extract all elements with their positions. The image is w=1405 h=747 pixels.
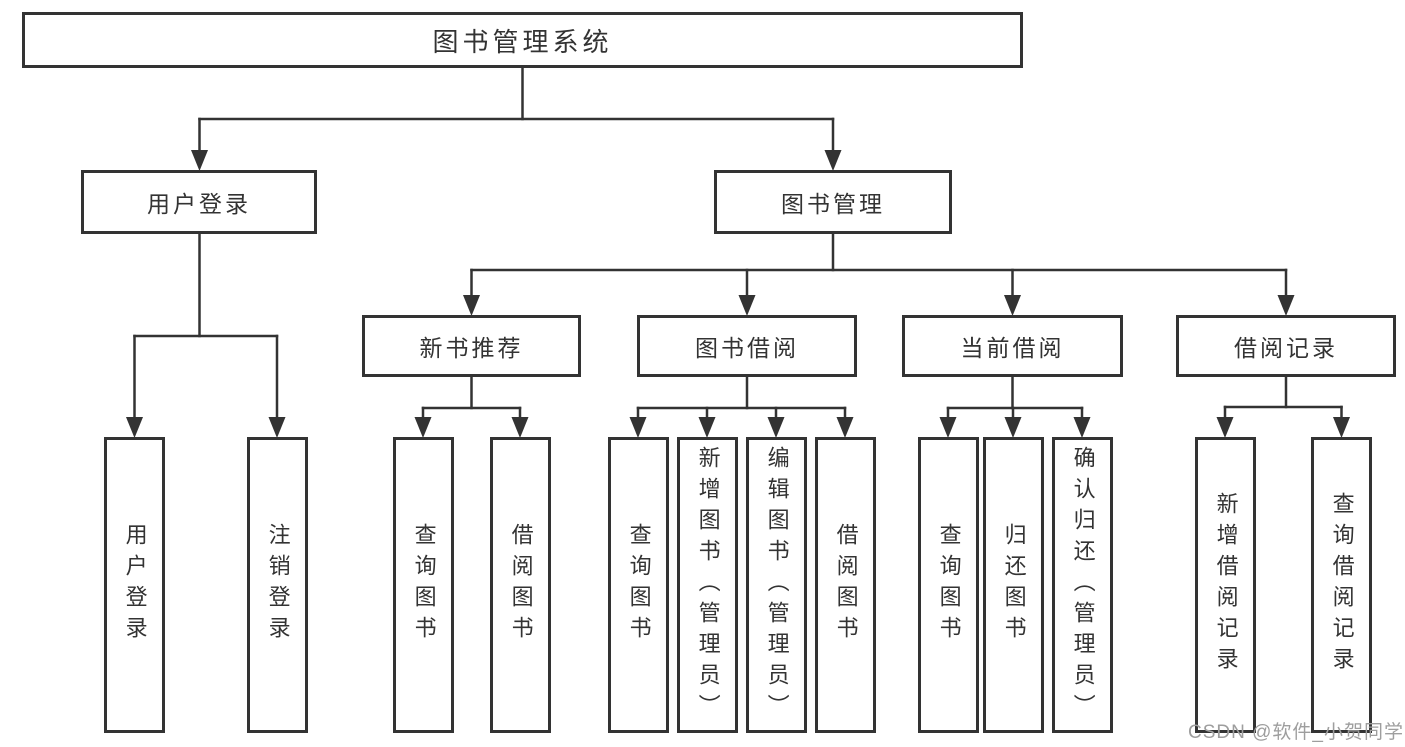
leaf-add-book-admin: 新增图书（管理员） xyxy=(677,437,738,733)
connector-current-borrowing-children xyxy=(939,375,1091,438)
node-current-borrowing: 当前借阅 xyxy=(902,315,1123,377)
node-book-borrowing-label: 图书借阅 xyxy=(695,335,799,361)
leaf-add-borrow-record-label: 新增借阅记录 xyxy=(1213,492,1239,678)
leaf-confirm-return-admin: 确认归还（管理员） xyxy=(1052,437,1113,733)
node-root: 图书管理系统 xyxy=(22,12,1023,68)
leaf-query-book-borrowing-label: 查询图书 xyxy=(626,523,652,647)
node-user-login-label: 用户登录 xyxy=(147,191,251,217)
node-new-book-recommend-label: 新书推荐 xyxy=(419,335,524,361)
leaf-borrow-book-borrowing: 借阅图书 xyxy=(815,437,876,733)
connector-root-to-level2 xyxy=(191,66,842,171)
leaf-query-book-current: 查询图书 xyxy=(918,437,979,733)
node-book-management-label: 图书管理 xyxy=(781,191,885,217)
node-borrowing-records-label: 借阅记录 xyxy=(1234,335,1338,361)
leaf-borrow-book-recommend-label: 借阅图书 xyxy=(508,523,534,647)
leaf-logout-label: 注销登录 xyxy=(265,523,291,647)
leaf-query-borrow-record-label: 查询借阅记录 xyxy=(1329,492,1355,678)
leaf-query-book-recommend: 查询图书 xyxy=(393,437,454,733)
connector-book-borrowing-children xyxy=(629,375,854,438)
leaf-confirm-return-admin-label: 确认归还（管理员） xyxy=(1070,445,1096,725)
leaf-return-book: 归还图书 xyxy=(983,437,1044,733)
leaf-logout: 注销登录 xyxy=(247,437,308,733)
node-current-borrowing-label: 当前借阅 xyxy=(960,335,1065,361)
connector-user-login-children xyxy=(126,232,286,438)
node-new-book-recommend: 新书推荐 xyxy=(362,315,581,377)
connector-borrowing-records-children xyxy=(1216,375,1350,438)
leaf-query-book-borrowing: 查询图书 xyxy=(608,437,669,733)
leaf-user-login: 用户登录 xyxy=(104,437,165,733)
connector-new-book-recommend-children xyxy=(414,375,529,438)
leaf-query-borrow-record: 查询借阅记录 xyxy=(1311,437,1372,733)
leaf-edit-book-admin: 编辑图书（管理员） xyxy=(746,437,807,733)
leaf-return-book-label: 归还图书 xyxy=(1001,523,1027,647)
leaf-edit-book-admin-label: 编辑图书（管理员） xyxy=(764,445,790,725)
node-user-login: 用户登录 xyxy=(81,170,317,234)
leaf-query-book-recommend-label: 查询图书 xyxy=(411,523,437,647)
node-root-label: 图书管理系统 xyxy=(432,26,613,57)
leaf-query-book-current-label: 查询图书 xyxy=(936,523,962,647)
leaf-borrow-book-borrowing-label: 借阅图书 xyxy=(833,523,859,647)
connector-book-management-children xyxy=(463,232,1295,316)
leaf-add-book-admin-label: 新增图书（管理员） xyxy=(695,445,721,725)
node-book-borrowing: 图书借阅 xyxy=(637,315,857,377)
leaf-user-login-label: 用户登录 xyxy=(122,523,148,647)
node-book-management: 图书管理 xyxy=(714,170,952,234)
node-borrowing-records: 借阅记录 xyxy=(1176,315,1396,377)
leaf-borrow-book-recommend: 借阅图书 xyxy=(490,437,551,733)
watermark: CSDN @软件_小贺同学 xyxy=(1188,722,1404,743)
leaf-add-borrow-record: 新增借阅记录 xyxy=(1195,437,1256,733)
